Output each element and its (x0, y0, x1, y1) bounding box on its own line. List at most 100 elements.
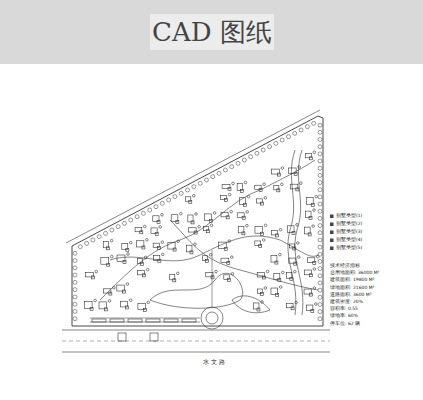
boundary-tree (85, 241, 89, 245)
boundary-tree (274, 141, 278, 145)
villa-wing (225, 199, 228, 202)
boundary-tree (318, 310, 322, 314)
tree (281, 167, 284, 170)
tree (180, 212, 183, 215)
villa (237, 213, 244, 217)
shop-unit (164, 319, 178, 322)
tree (231, 256, 234, 259)
boundary-tree (318, 295, 322, 299)
boundary-tree (318, 274, 322, 278)
tree (195, 213, 198, 216)
tree (228, 193, 231, 196)
boundary-tree (236, 161, 240, 165)
villa-wing (313, 262, 316, 265)
tree (279, 228, 282, 231)
boundary-tree (135, 215, 139, 219)
shop-unit (182, 319, 196, 322)
villa-wing (157, 246, 160, 249)
boundary-tree (318, 138, 322, 142)
tree (232, 182, 235, 185)
villa (306, 153, 312, 158)
boundary-tree (179, 191, 183, 195)
villa-wing (210, 219, 213, 222)
villa-wing (224, 248, 227, 251)
tree (215, 270, 218, 273)
legend-text: 别墅类型(3) (336, 230, 362, 235)
tree (143, 225, 146, 228)
villa-wing (228, 187, 231, 190)
plaza (206, 312, 218, 324)
villa (86, 273, 94, 277)
villa-wing (291, 307, 294, 310)
tree (297, 256, 300, 259)
tree (95, 270, 98, 273)
boundary-tree (318, 224, 322, 228)
index-row: 建筑密度: 20% (330, 300, 363, 305)
villa-wing (275, 261, 278, 264)
tree (110, 239, 113, 242)
index-row: 建筑面积: 19800 M² (330, 278, 374, 283)
tree (144, 256, 147, 259)
tree (129, 299, 132, 302)
villa-wing (294, 172, 297, 175)
legend-villa-symbol (330, 215, 334, 219)
boundary-tree (318, 181, 322, 185)
boundary-tree (73, 295, 77, 299)
villa-wing (260, 202, 263, 205)
villa (188, 228, 196, 232)
tree (282, 271, 285, 274)
villa-wing (276, 234, 279, 237)
shop-unit (146, 319, 160, 322)
boundary-tree (211, 175, 215, 179)
villa (271, 231, 277, 235)
stream (288, 150, 296, 315)
tree (244, 181, 247, 184)
tree (247, 195, 250, 198)
boundary-tree (73, 309, 77, 313)
villa-wing (261, 232, 264, 235)
boundary-tree (318, 302, 322, 306)
villa (255, 185, 261, 189)
tree (313, 287, 316, 290)
tree (177, 240, 180, 243)
villa-wing (109, 292, 112, 295)
tree (313, 209, 316, 212)
tree (246, 211, 249, 214)
boundary-tree (73, 259, 77, 263)
legend-villa-symbol (330, 223, 334, 227)
villa (220, 196, 226, 200)
villa (256, 199, 262, 203)
villa-wing (260, 292, 263, 295)
boundary-tree (173, 195, 177, 199)
boundary-tree (299, 128, 303, 132)
villa-wing (126, 248, 129, 251)
tree (315, 195, 318, 198)
villa (287, 304, 294, 308)
index-row: 道路面积: 3600 M² (330, 293, 372, 298)
tree (279, 286, 282, 289)
boundary-tree (318, 123, 322, 127)
villa-wing (176, 221, 179, 224)
tree (194, 243, 197, 246)
frontage (90, 318, 200, 322)
title-panel (150, 14, 274, 50)
boundary-tree (312, 121, 316, 125)
boundary-tree (154, 205, 158, 209)
tree (213, 212, 216, 215)
villa-wing (227, 279, 230, 282)
plaza (201, 307, 223, 329)
villa-wing (227, 261, 230, 264)
villa-wing (155, 232, 158, 235)
lake (150, 273, 243, 308)
tree (94, 299, 97, 302)
tree (192, 194, 195, 197)
tree (159, 226, 162, 229)
villa-wing (309, 293, 312, 296)
villa (137, 271, 144, 275)
boundary-tree (129, 218, 133, 222)
villa-wing (290, 277, 293, 280)
villa-wing (309, 274, 312, 277)
boundary-tree (318, 173, 322, 177)
axis-path (212, 250, 213, 307)
